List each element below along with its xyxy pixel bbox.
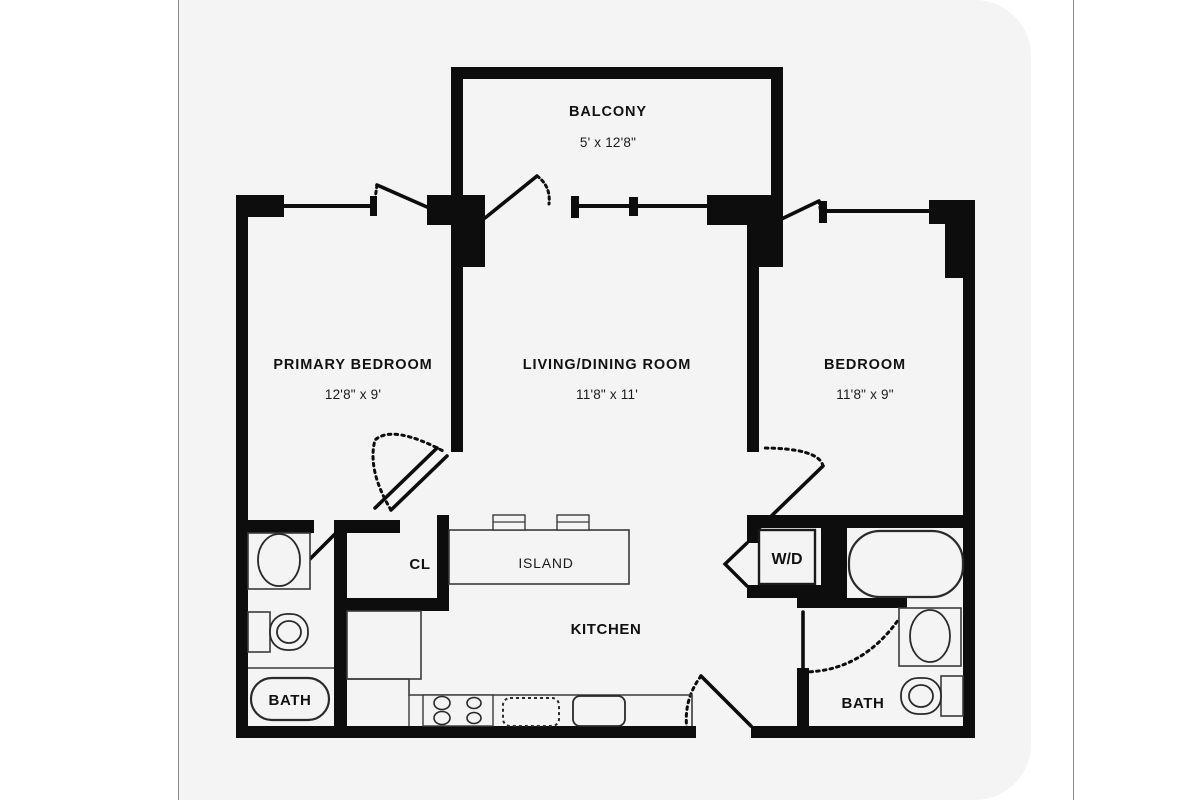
toilet-left-tank [247,611,271,653]
washer-dryer-unit [757,528,817,586]
kitchen-counter [347,678,693,726]
label-kitchen: KITCHEN [571,621,642,638]
dishwasher [502,697,560,727]
kitchen-sink [572,695,626,727]
kitchen-island [448,529,630,585]
sink-right [909,609,951,663]
wd-alcove-opening [722,541,749,588]
exterior-walls [236,195,975,738]
room-dim-primary-bedroom: 12'8" x 9' [325,387,381,402]
label-island: ISLAND [518,555,573,571]
island-stool-right [556,514,590,531]
bedroom-door [757,446,825,530]
label-bath-left: BATH [269,692,312,709]
bathtub-left [249,676,331,722]
exterior-walls-top [236,195,975,278]
bath-right-fixtures [847,529,965,717]
panel-divider-left [178,0,179,800]
bathtub-right [847,529,965,599]
toilet-right-seat [900,677,942,715]
floor-plan-card[interactable]: BALCONY 5' x 12'8" PRIMARY BEDROOM 12'8"… [179,0,1031,800]
cooktop-burners [422,694,494,727]
fixture-labels: CL ISLAND KITCHEN W/D BATH BATH [269,551,885,712]
label-closet: CL [409,556,430,573]
kitchen-fixtures [346,514,693,727]
toilet-right-tank [940,675,964,717]
room-dim-living-dining: 11'8" x 11' [576,387,638,402]
room-dim-bedroom: 11'8" x 9" [836,387,893,402]
room-label-primary-bedroom: PRIMARY BEDROOM [273,357,432,373]
room-label-bedroom: BEDROOM [824,357,906,373]
sink-right-counter [898,607,962,667]
island-stool-left [492,514,526,531]
room-label-balcony: BALCONY [569,104,647,120]
panel-divider-right [1073,0,1074,800]
room-dim-balcony: 5' x 12'8" [580,135,636,150]
room-labels: BALCONY 5' x 12'8" PRIMARY BEDROOM 12'8"… [273,104,906,402]
floor-plan-drawing[interactable]: BALCONY 5' x 12'8" PRIMARY BEDROOM 12'8"… [179,0,1031,800]
bedroom-window-door [767,199,823,227]
interior-walls [236,267,975,738]
balcony-door-right [483,174,551,220]
balcony-door-left [373,183,429,209]
entry-door [684,674,753,732]
toilet-left-seat [269,613,309,651]
kitchen-pantry [346,610,422,680]
bath-left-fixtures [247,532,334,722]
label-bath-right: BATH [842,695,885,712]
primary-bedroom-door [371,432,449,512]
label-washer-dryer: W/D [771,551,802,568]
balcony-walls [451,67,783,207]
room-label-living-dining: LIVING/DINING ROOM [523,357,691,373]
sink-left [257,533,301,587]
bath-right-door [801,610,903,674]
